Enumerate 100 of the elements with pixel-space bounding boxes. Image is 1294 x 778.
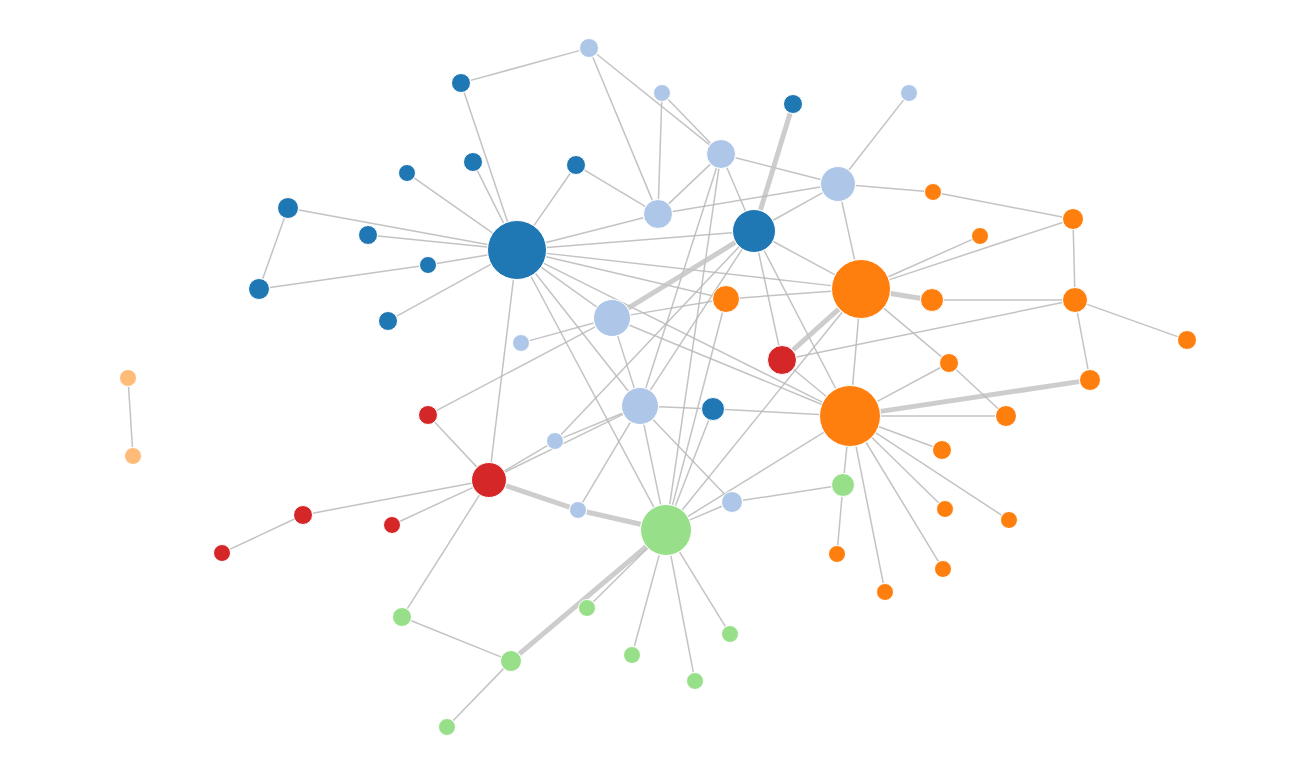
network-node — [1079, 369, 1101, 391]
network-node — [831, 259, 891, 319]
network-link — [528, 322, 595, 342]
network-node — [828, 545, 846, 563]
network-link — [545, 256, 714, 297]
network-link — [657, 101, 663, 200]
network-link — [1086, 303, 1179, 338]
network-link — [669, 168, 720, 505]
network-node — [1000, 511, 1018, 529]
network-link — [530, 275, 655, 508]
network-node — [924, 183, 942, 201]
network-link — [883, 307, 943, 358]
network-link — [742, 486, 832, 502]
network-link — [652, 418, 726, 495]
network-link — [668, 163, 711, 205]
network-node — [248, 278, 270, 300]
network-node — [500, 650, 522, 672]
network-link — [377, 235, 488, 248]
network-link — [681, 311, 843, 511]
network-node — [569, 501, 587, 519]
network-link — [672, 186, 821, 213]
network-node — [939, 353, 959, 373]
network-link — [545, 216, 645, 244]
network-link — [396, 263, 492, 317]
network-node — [119, 369, 137, 387]
network-link — [763, 249, 837, 390]
network-link — [452, 668, 505, 722]
network-node — [1062, 208, 1084, 230]
network-link — [592, 547, 649, 603]
network-node — [463, 152, 483, 172]
network-link — [871, 436, 940, 504]
network-node — [579, 38, 599, 58]
network-link — [436, 326, 596, 412]
network-node — [392, 607, 412, 627]
network-link — [626, 240, 737, 311]
network-link — [630, 300, 713, 316]
network-node — [383, 516, 401, 534]
network-node — [640, 504, 692, 556]
network-link — [772, 240, 836, 276]
network-link — [490, 279, 515, 463]
network-link — [791, 307, 841, 352]
network-node — [936, 500, 954, 518]
network-node — [512, 334, 530, 352]
network-link — [436, 254, 489, 265]
network-node — [621, 387, 659, 425]
network-node — [293, 505, 313, 525]
network-link — [724, 408, 820, 416]
network-link — [890, 291, 921, 301]
network-link — [734, 157, 822, 181]
network-node — [438, 718, 456, 736]
network-link — [851, 318, 860, 386]
network-link — [658, 406, 702, 410]
network-node — [418, 405, 438, 425]
network-link — [841, 200, 856, 261]
network-link — [758, 112, 793, 211]
network-node — [900, 84, 918, 102]
network-node — [920, 288, 944, 312]
network-link — [795, 301, 1063, 358]
network-node — [378, 311, 398, 331]
network-node — [831, 473, 855, 497]
network-node — [213, 544, 231, 562]
network-link — [581, 421, 631, 503]
network-node — [721, 625, 739, 643]
network-link — [1072, 229, 1076, 288]
network-link — [586, 509, 642, 527]
network-link — [505, 483, 571, 510]
network-link — [943, 299, 1063, 301]
network-link — [229, 518, 295, 550]
network-node — [643, 199, 673, 229]
network-link — [410, 620, 502, 658]
network-link — [127, 386, 134, 448]
network-node — [932, 440, 952, 460]
network-link — [546, 232, 733, 249]
network-link — [837, 496, 843, 546]
network-node — [398, 164, 416, 182]
network-node — [451, 73, 471, 93]
network-link — [649, 248, 743, 391]
network-link — [887, 238, 973, 278]
network-link — [772, 192, 824, 221]
network-node — [712, 285, 740, 313]
network-node — [721, 491, 743, 513]
network-link — [596, 53, 711, 146]
network-node — [686, 672, 704, 690]
network-link — [876, 366, 941, 403]
network-node — [971, 227, 989, 245]
network-node — [819, 385, 881, 447]
network-node — [566, 155, 586, 175]
network-node — [653, 84, 671, 102]
network-node — [358, 225, 378, 245]
network-node — [471, 462, 507, 498]
network-link — [843, 446, 848, 474]
network-node — [578, 599, 596, 617]
network-node — [277, 197, 299, 219]
network-link — [643, 423, 662, 506]
network-node — [820, 166, 856, 202]
network-link — [434, 421, 478, 468]
network-node — [701, 397, 725, 421]
network-node — [593, 299, 631, 337]
network-link — [757, 251, 780, 347]
network-link — [298, 209, 489, 246]
